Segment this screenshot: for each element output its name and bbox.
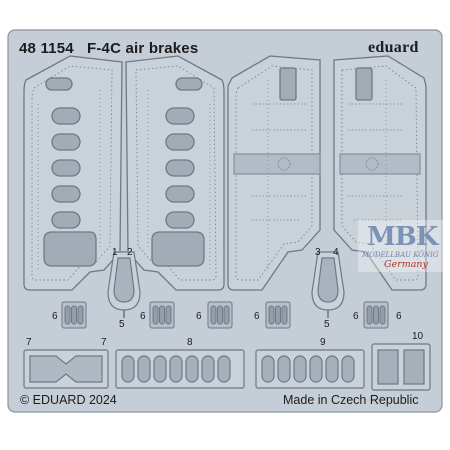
part-1-air-brake <box>23 55 123 291</box>
origin-text: Made in Czech Republic <box>283 393 419 407</box>
part-label-5b: 5 <box>324 319 330 330</box>
copyright-text: © EDUARD 2024 <box>20 393 117 407</box>
part-label-7a: 7 <box>26 337 32 348</box>
eduard-logo: eduard <box>368 39 419 56</box>
part-number: 48 1154 <box>19 40 74 57</box>
part-label-7b: 7 <box>101 337 107 348</box>
part-label-5a: 5 <box>119 319 125 330</box>
part-9-strip <box>255 349 365 389</box>
watermark-logo <box>358 220 448 272</box>
fret-title: F-4C air brakes <box>87 40 199 57</box>
part-2-air-brake <box>125 55 225 291</box>
part-label-6b: 6 <box>140 311 146 322</box>
part-label-4: 4 <box>333 247 339 258</box>
part-5-actuator-cradle-right <box>311 251 345 318</box>
part-3-brake-well <box>227 55 321 291</box>
part-label-10: 10 <box>412 331 424 342</box>
part-5-actuator-cradle-left <box>107 251 141 318</box>
part-7-plate <box>23 349 109 389</box>
part-6-hinge-set-4 <box>265 301 291 329</box>
part-label-2: 2 <box>127 247 133 258</box>
part-10-frame <box>371 343 431 391</box>
part-label-6e: 6 <box>353 311 359 322</box>
part-label-6f: 6 <box>396 311 402 322</box>
watermark-name: MBK <box>367 222 438 252</box>
part-label-9: 9 <box>320 337 326 348</box>
part-label-6d: 6 <box>254 311 260 322</box>
part-6-hinge-set-1 <box>61 301 87 329</box>
part-label-1: 1 <box>112 247 118 258</box>
watermark-line: MODELLBAU KÖNIG <box>362 251 439 259</box>
part-label-3: 3 <box>315 247 321 258</box>
part-6-hinge-set-2 <box>149 301 175 329</box>
watermark-country: Germany <box>384 259 428 270</box>
part-8-strip <box>115 349 245 389</box>
part-label-6a: 6 <box>52 311 58 322</box>
part-6-hinge-set-5 <box>363 301 389 329</box>
part-4-brake-well <box>333 55 427 291</box>
part-label-6c: 6 <box>196 311 202 322</box>
part-6-hinge-set-3 <box>207 301 233 329</box>
part-label-8: 8 <box>187 337 193 348</box>
